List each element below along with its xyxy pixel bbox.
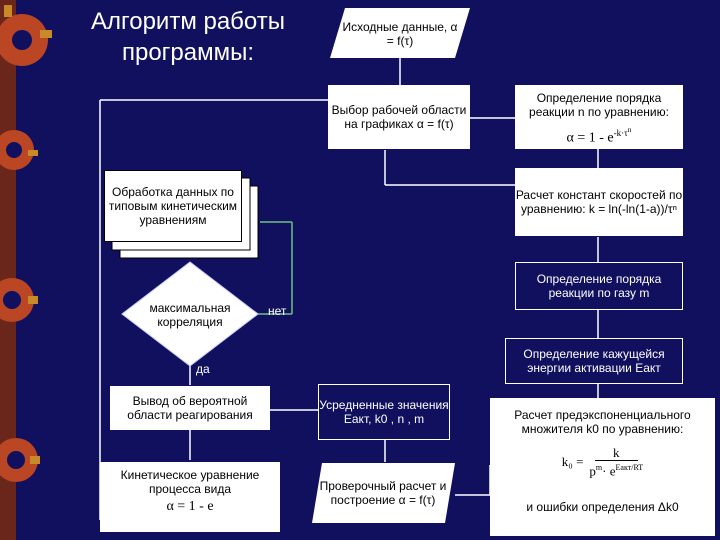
kinetic-node: Кинетическое уравнение процесса вида α =… <box>100 462 280 532</box>
preexp-exp-bottom: RT <box>633 463 644 472</box>
input-node-label: Исходные данные, α = f(τ) <box>342 20 458 48</box>
order-label: Определение порядка реакции n по уравнен… <box>529 91 669 119</box>
input-node: Исходные данные, α = f(τ) <box>340 14 460 54</box>
preexp-den-e: · e <box>602 463 616 479</box>
averaged-node: Усредненные значения Eакт, k0 , n , m <box>318 384 450 440</box>
output-area-node: Вывод об вероятной области реагирования <box>110 386 270 430</box>
process-node-label: Обработка данных по типовым кинетическим… <box>108 185 238 227</box>
decision-label: максимальная корреляция <box>149 301 231 329</box>
preexp-label: Расчет предэкспоненциального множителя k… <box>514 408 691 436</box>
order-formula-n: n <box>627 125 632 134</box>
rates-node: Расчет констант скоростей по уравнению: … <box>515 168 683 236</box>
order-formula-base: α = 1 - e <box>566 130 614 146</box>
preexp-node: Расчет предэкспоненциального множителя k… <box>490 398 715 536</box>
rates-label: Расчет констант скоростей по уравнению: … <box>515 188 683 216</box>
page-title: Алгоритм работы программы: <box>90 8 285 66</box>
order-formula-exponent: -k·τ <box>613 128 628 138</box>
preexp-numerator: k <box>595 446 638 461</box>
activation-node: Определение кажущейся энергии активации … <box>505 338 683 384</box>
select-area-node: Выбор рабочей области на графиках α = f(… <box>328 85 470 149</box>
preexp-lhs: k₀ = <box>561 454 584 470</box>
preexp-fraction: k pm· eEакт/RT <box>589 446 643 478</box>
error-label: и ошибки определения Δk0 <box>526 500 679 515</box>
check-node: Проверочный расчет и построение α = f(τ) <box>318 470 448 516</box>
gas-order-label: Определение порядка реакции по газу m <box>536 272 662 300</box>
order-node: Определение порядка реакции n по уравнен… <box>515 85 683 149</box>
order-formula: α = 1 - e-k·τn <box>567 123 632 146</box>
output-area-label: Вывод об вероятной области реагирования <box>127 394 253 422</box>
yes-label: да <box>196 362 210 376</box>
gas-order-node: Определение порядка реакции по газу m <box>515 262 683 310</box>
preexp-den-m: m <box>595 463 603 472</box>
averaged-label: Усредненные значения Eакт, k0 , n , m <box>319 398 449 426</box>
decision-node: максимальная корреляция <box>135 298 245 332</box>
select-area-label: Выбор рабочей области на графиках α = f(… <box>331 103 467 131</box>
preexp-exp-top: Eакт <box>615 463 632 472</box>
preexp-denominator: pm· eEакт/RT <box>589 463 644 479</box>
preexp-formula: k₀ = k pm· eEакт/RT <box>562 446 643 478</box>
no-label: нет <box>268 304 287 318</box>
process-node: Обработка данных по типовым кинетическим… <box>104 170 242 242</box>
activation-label: Определение кажущейся энергии активации … <box>523 347 665 375</box>
check-label: Проверочный расчет и построение α = f(τ) <box>319 479 447 507</box>
preexp-den-p: p <box>589 463 596 479</box>
kinetic-label: Кинетическое уравнение процесса вида <box>120 468 260 496</box>
kinetic-formula: α = 1 - e <box>166 499 214 514</box>
gear-icon <box>0 0 52 540</box>
